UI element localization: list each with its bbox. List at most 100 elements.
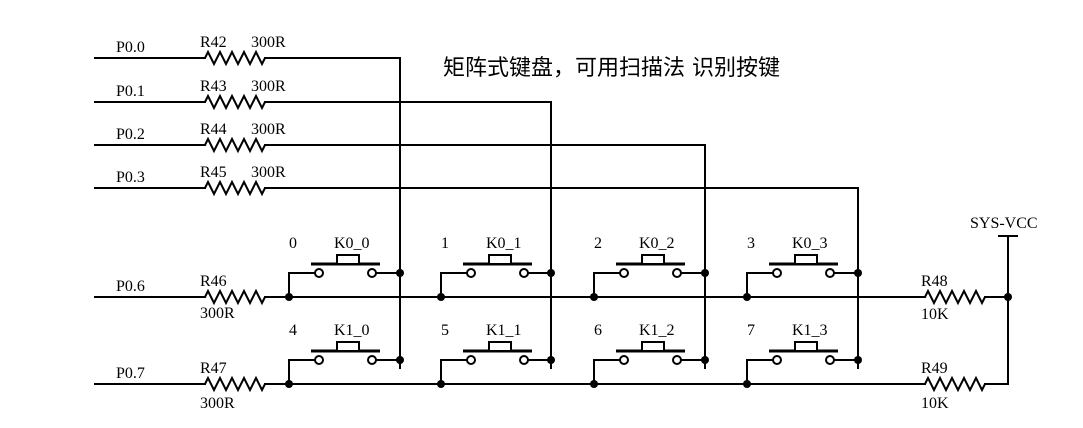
switch-pin <box>519 355 529 365</box>
switch-pin <box>314 355 324 365</box>
junction-dot <box>743 380 751 388</box>
junction-dot <box>590 380 598 388</box>
column-port-label: P0.7 <box>116 365 145 382</box>
row-port-label: P0.1 <box>116 83 145 100</box>
switch-plunger <box>641 341 665 352</box>
junction-dot <box>285 293 293 301</box>
switch-pin <box>772 268 782 278</box>
pullup-resistor-label: R49 <box>921 360 948 377</box>
resistor-r48 <box>924 288 986 306</box>
switch-pin <box>825 268 835 278</box>
key-label: K0_3 <box>792 235 828 252</box>
switch-plunger <box>641 254 665 265</box>
key-number: 4 <box>289 322 297 339</box>
junction-dot <box>854 269 862 277</box>
row-resistor-label: R43 <box>200 78 227 95</box>
row-port-label: P0.0 <box>116 39 145 56</box>
key-label: K1_0 <box>334 322 370 339</box>
key-number: 3 <box>747 235 755 252</box>
key-switch-k0-0: 0 K0_0 <box>285 235 404 301</box>
key-label: K1_1 <box>486 322 522 339</box>
row-resistor-value: 300R <box>251 78 286 95</box>
switch-pin <box>519 268 529 278</box>
pullup-resistor-value: 10K <box>921 395 949 412</box>
switch-pin <box>314 268 324 278</box>
switch-pin <box>772 355 782 365</box>
row-resistor-value: 300R <box>251 164 286 181</box>
junction-dot <box>396 356 404 364</box>
key-label: K0_0 <box>334 235 370 252</box>
key-switch-k1-2: 6 K1_2 <box>590 322 709 388</box>
junction-dot <box>547 356 555 364</box>
row-line-0: P0.0 R42 300R <box>94 34 401 369</box>
key-number: 2 <box>594 235 602 252</box>
key-label: K1_3 <box>792 322 828 339</box>
supply-label: SYS-VCC <box>970 215 1038 232</box>
key-switch-k1-0: 4 K1_0 <box>285 322 404 388</box>
switch-pin <box>367 268 377 278</box>
switch-plunger <box>336 254 360 265</box>
junction-dot <box>396 269 404 277</box>
diagram-title: 矩阵式键盘，可用扫描法 识别按键 <box>443 56 780 81</box>
row-line-1: P0.1 R43 300R <box>94 78 552 369</box>
junction-dot <box>547 269 555 277</box>
row-resistor-label: R42 <box>200 34 227 51</box>
switch-plunger <box>794 341 818 352</box>
key-switch-k0-2: 2 K0_2 <box>590 235 709 301</box>
switch-plunger <box>488 341 512 352</box>
switch-pin <box>466 355 476 365</box>
switch-pin <box>672 355 682 365</box>
junction-dot <box>701 269 709 277</box>
resistor-r44 <box>204 136 266 154</box>
key-label: K0_1 <box>486 235 522 252</box>
resistor-r45 <box>204 179 266 197</box>
row-resistor-label: R45 <box>200 164 227 181</box>
resistor-r46 <box>204 288 266 306</box>
column-resistor-value: 300R <box>200 395 235 412</box>
key-switch-k0-3: 3 K0_3 <box>743 235 862 301</box>
key-label: K1_2 <box>639 322 675 339</box>
key-label: K0_2 <box>639 235 675 252</box>
resistor-r42 <box>204 49 266 67</box>
resistor-r49 <box>924 375 986 393</box>
key-switch-k0-1: 1 K0_1 <box>437 235 555 301</box>
pullup-resistor-label: R48 <box>921 273 948 290</box>
row-line-3: P0.3 R45 300R <box>94 164 859 369</box>
resistor-r43 <box>204 93 266 111</box>
junction-dot <box>743 293 751 301</box>
junction-dot <box>437 293 445 301</box>
switch-pin <box>619 268 629 278</box>
switch-plunger <box>488 254 512 265</box>
key-switch-k1-3: 7 K1_3 <box>743 322 862 388</box>
row-resistor-value: 300R <box>251 121 286 138</box>
junction-dot <box>854 356 862 364</box>
switch-pin <box>367 355 377 365</box>
switch-plunger <box>336 341 360 352</box>
key-number: 1 <box>441 235 449 252</box>
column-resistor-label: R47 <box>200 360 227 377</box>
resistor-r47 <box>204 375 266 393</box>
switch-pin <box>672 268 682 278</box>
switch-pin <box>466 268 476 278</box>
column-resistor-label: R46 <box>200 273 227 290</box>
column-port-label: P0.6 <box>116 278 145 295</box>
junction-dot <box>437 380 445 388</box>
row-port-label: P0.2 <box>116 126 145 143</box>
key-number: 7 <box>747 322 755 339</box>
junction-dot <box>701 356 709 364</box>
row-port-label: P0.3 <box>116 169 145 186</box>
row-line-2: P0.2 R44 300R <box>94 121 706 369</box>
key-number: 6 <box>594 322 602 339</box>
column-resistor-value: 300R <box>200 305 235 322</box>
switch-pin <box>825 355 835 365</box>
junction-dot <box>590 293 598 301</box>
key-number: 0 <box>289 235 297 252</box>
switch-plunger <box>794 254 818 265</box>
switch-pin <box>619 355 629 365</box>
junction-dot <box>1004 293 1012 301</box>
row-resistor-label: R44 <box>200 121 227 138</box>
